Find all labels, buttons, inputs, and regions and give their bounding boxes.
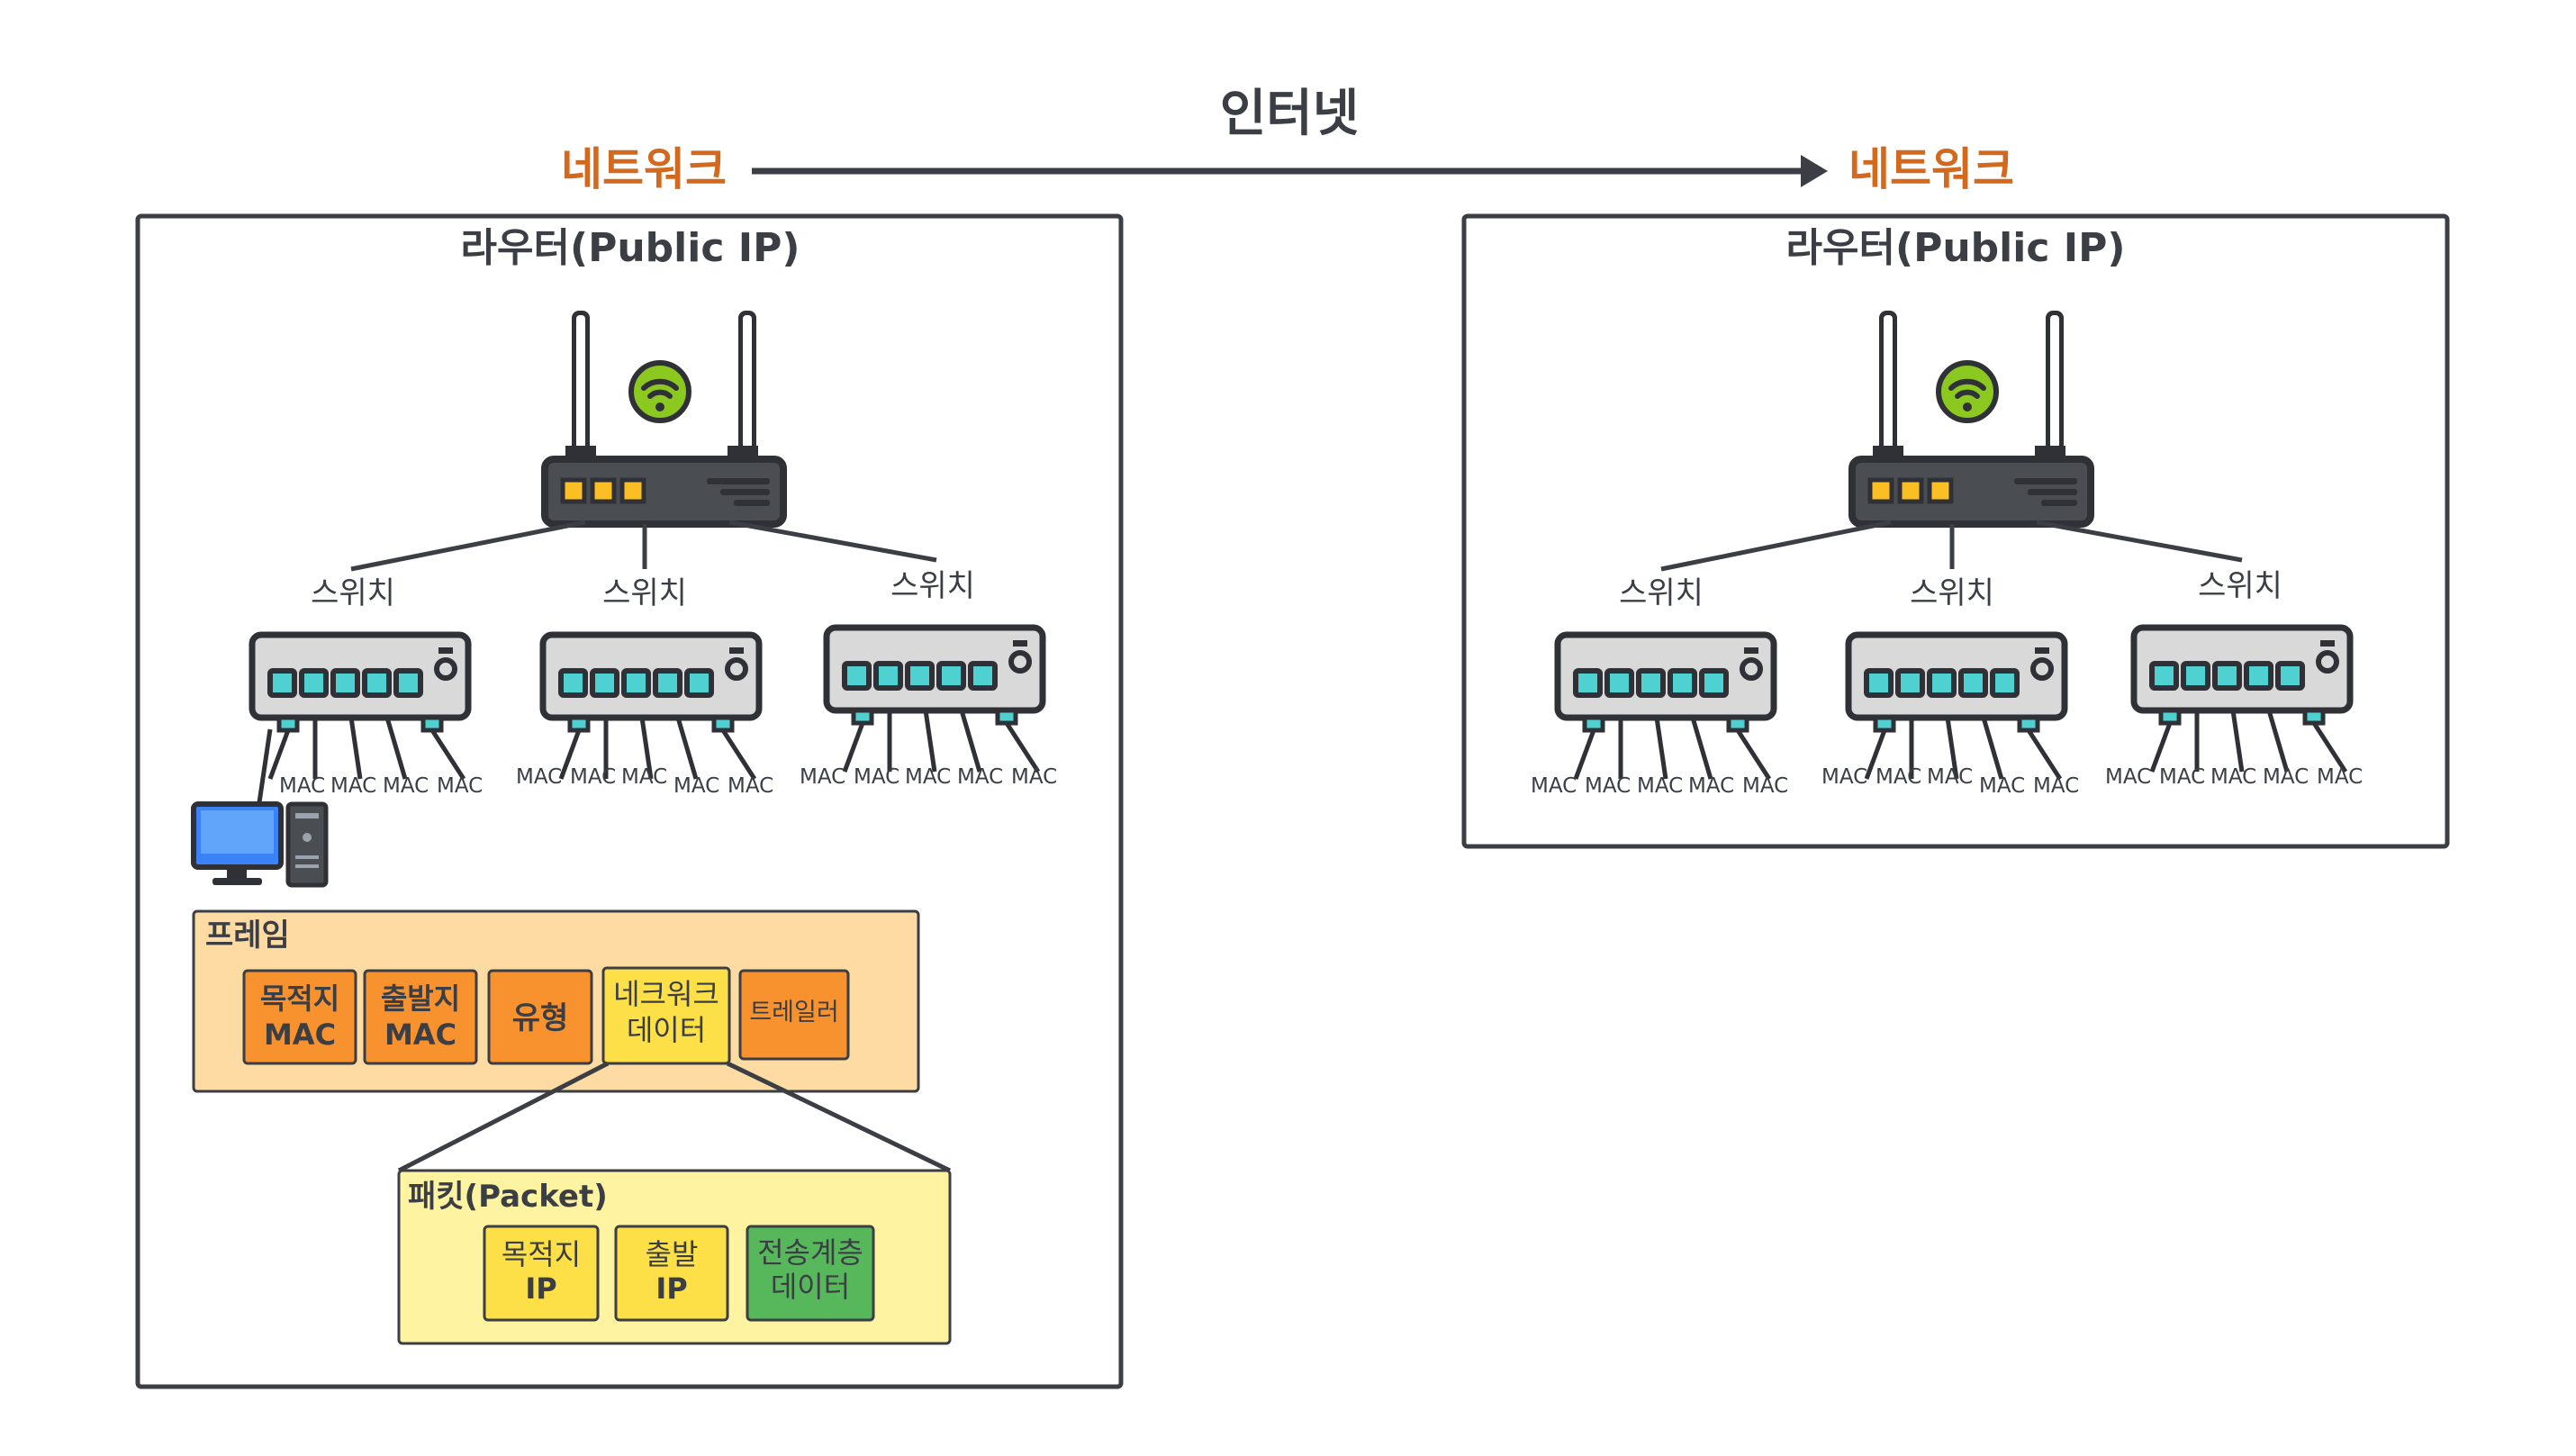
left-switch-2-label: 스위치: [602, 575, 687, 611]
left-network-label: 네트워크: [561, 143, 727, 195]
packet-dest-ip: 목적지 IP: [483, 1225, 600, 1322]
frame-type-label: 유형: [512, 1000, 569, 1036]
right-switch-3-label: 스위치: [2198, 568, 2282, 604]
computer-icon: [191, 728, 329, 888]
mac-label: MAC: [1531, 774, 1577, 798]
packet-src-ip: 출발 IP: [614, 1225, 729, 1322]
left-switch-1-label: 스위치: [311, 575, 395, 611]
mac-label: MAC: [621, 765, 667, 789]
mac-label: MAC: [2159, 765, 2205, 789]
internet-arrow: [752, 155, 1828, 187]
mac-label: MAC: [800, 765, 845, 789]
frame-title: 프레임: [205, 918, 290, 954]
mac-label: MAC: [1585, 774, 1631, 798]
mac-label: MAC: [1821, 765, 1867, 789]
mac-label: MAC: [2317, 765, 2363, 789]
frame-src-mac-line1: 출발지: [381, 981, 460, 1016]
left-router-links: [350, 520, 937, 572]
zoom-lines: [397, 1061, 952, 1173]
mac-label: MAC: [279, 774, 325, 798]
frame-network-data-line1: 네크워크: [613, 977, 719, 1011]
packet-transport-data: 전송계층 데이터: [746, 1225, 875, 1322]
right-network-box: [1461, 213, 2450, 849]
right-mac-labels: MAC MAC MAC MAC MAC MAC MAC MAC MAC MAC …: [1531, 765, 2363, 798]
packet-dest-ip-line1: 목적지: [502, 1237, 581, 1271]
packet-title: 패킷(Packet): [408, 1179, 608, 1215]
mac-label: MAC: [570, 765, 616, 789]
left-network-box: [135, 213, 1124, 1389]
packet-transport-line1: 전송계층: [757, 1235, 863, 1270]
mac-label: MAC: [437, 774, 483, 798]
mac-label: MAC: [673, 774, 719, 798]
mac-label: MAC: [2263, 765, 2309, 789]
right-router-label: 라우터(Public IP): [1786, 225, 2126, 271]
mac-label: MAC: [1876, 765, 1921, 789]
mac-label: MAC: [516, 765, 562, 789]
mac-label: MAC: [330, 774, 376, 798]
mac-label: MAC: [1637, 774, 1683, 798]
frame-dest-mac-line1: 목적지: [260, 981, 339, 1016]
packet-dest-ip-line2: IP: [525, 1271, 556, 1306]
mac-label: MAC: [1979, 774, 2025, 798]
frame-dest-mac-line2: MAC: [264, 1017, 336, 1052]
frame-src-mac: 출발지 MAC: [363, 969, 478, 1065]
packet-src-ip-line1: 출발: [646, 1237, 699, 1271]
frame-dest-mac: 목적지 MAC: [242, 969, 357, 1065]
frame-trailer-label: 트레일러: [749, 999, 838, 1026]
packet-src-ip-line2: IP: [655, 1271, 687, 1306]
frame-network-data: 네크워크 데이터: [601, 966, 731, 1065]
mac-label: MAC: [2033, 774, 2079, 798]
right-network-label: 네트워크: [1848, 143, 2014, 195]
frame-trailer: 트레일러: [738, 969, 850, 1061]
mac-label: MAC: [957, 765, 1003, 789]
mac-label: MAC: [1011, 765, 1057, 789]
right-switch-1-label: 스위치: [1619, 575, 1704, 611]
left-mac-labels: MAC MAC MAC MAC MAC MAC MAC MAC MAC MAC …: [279, 765, 1057, 798]
mac-label: MAC: [1688, 774, 1734, 798]
right-router-links: [1660, 520, 2243, 572]
internet-title: 인터넷: [1220, 85, 1360, 143]
mac-label: MAC: [905, 765, 951, 789]
mac-label: MAC: [2105, 765, 2151, 789]
left-router-label: 라우터(Public IP): [461, 225, 800, 271]
frame-type: 유형: [487, 969, 593, 1065]
packet-transport-line2: 데이터: [771, 1270, 850, 1304]
mac-label: MAC: [854, 765, 899, 789]
frame-src-mac-line2: MAC: [384, 1017, 456, 1052]
mac-label: MAC: [1742, 774, 1788, 798]
mac-label: MAC: [2210, 765, 2256, 789]
mac-label: MAC: [728, 774, 773, 798]
right-switch-2-label: 스위치: [1910, 575, 1994, 611]
mac-label: MAC: [1927, 765, 1973, 789]
frame-network-data-line2: 데이터: [627, 1013, 706, 1047]
mac-label: MAC: [383, 774, 429, 798]
left-switch-3-label: 스위치: [890, 568, 975, 604]
